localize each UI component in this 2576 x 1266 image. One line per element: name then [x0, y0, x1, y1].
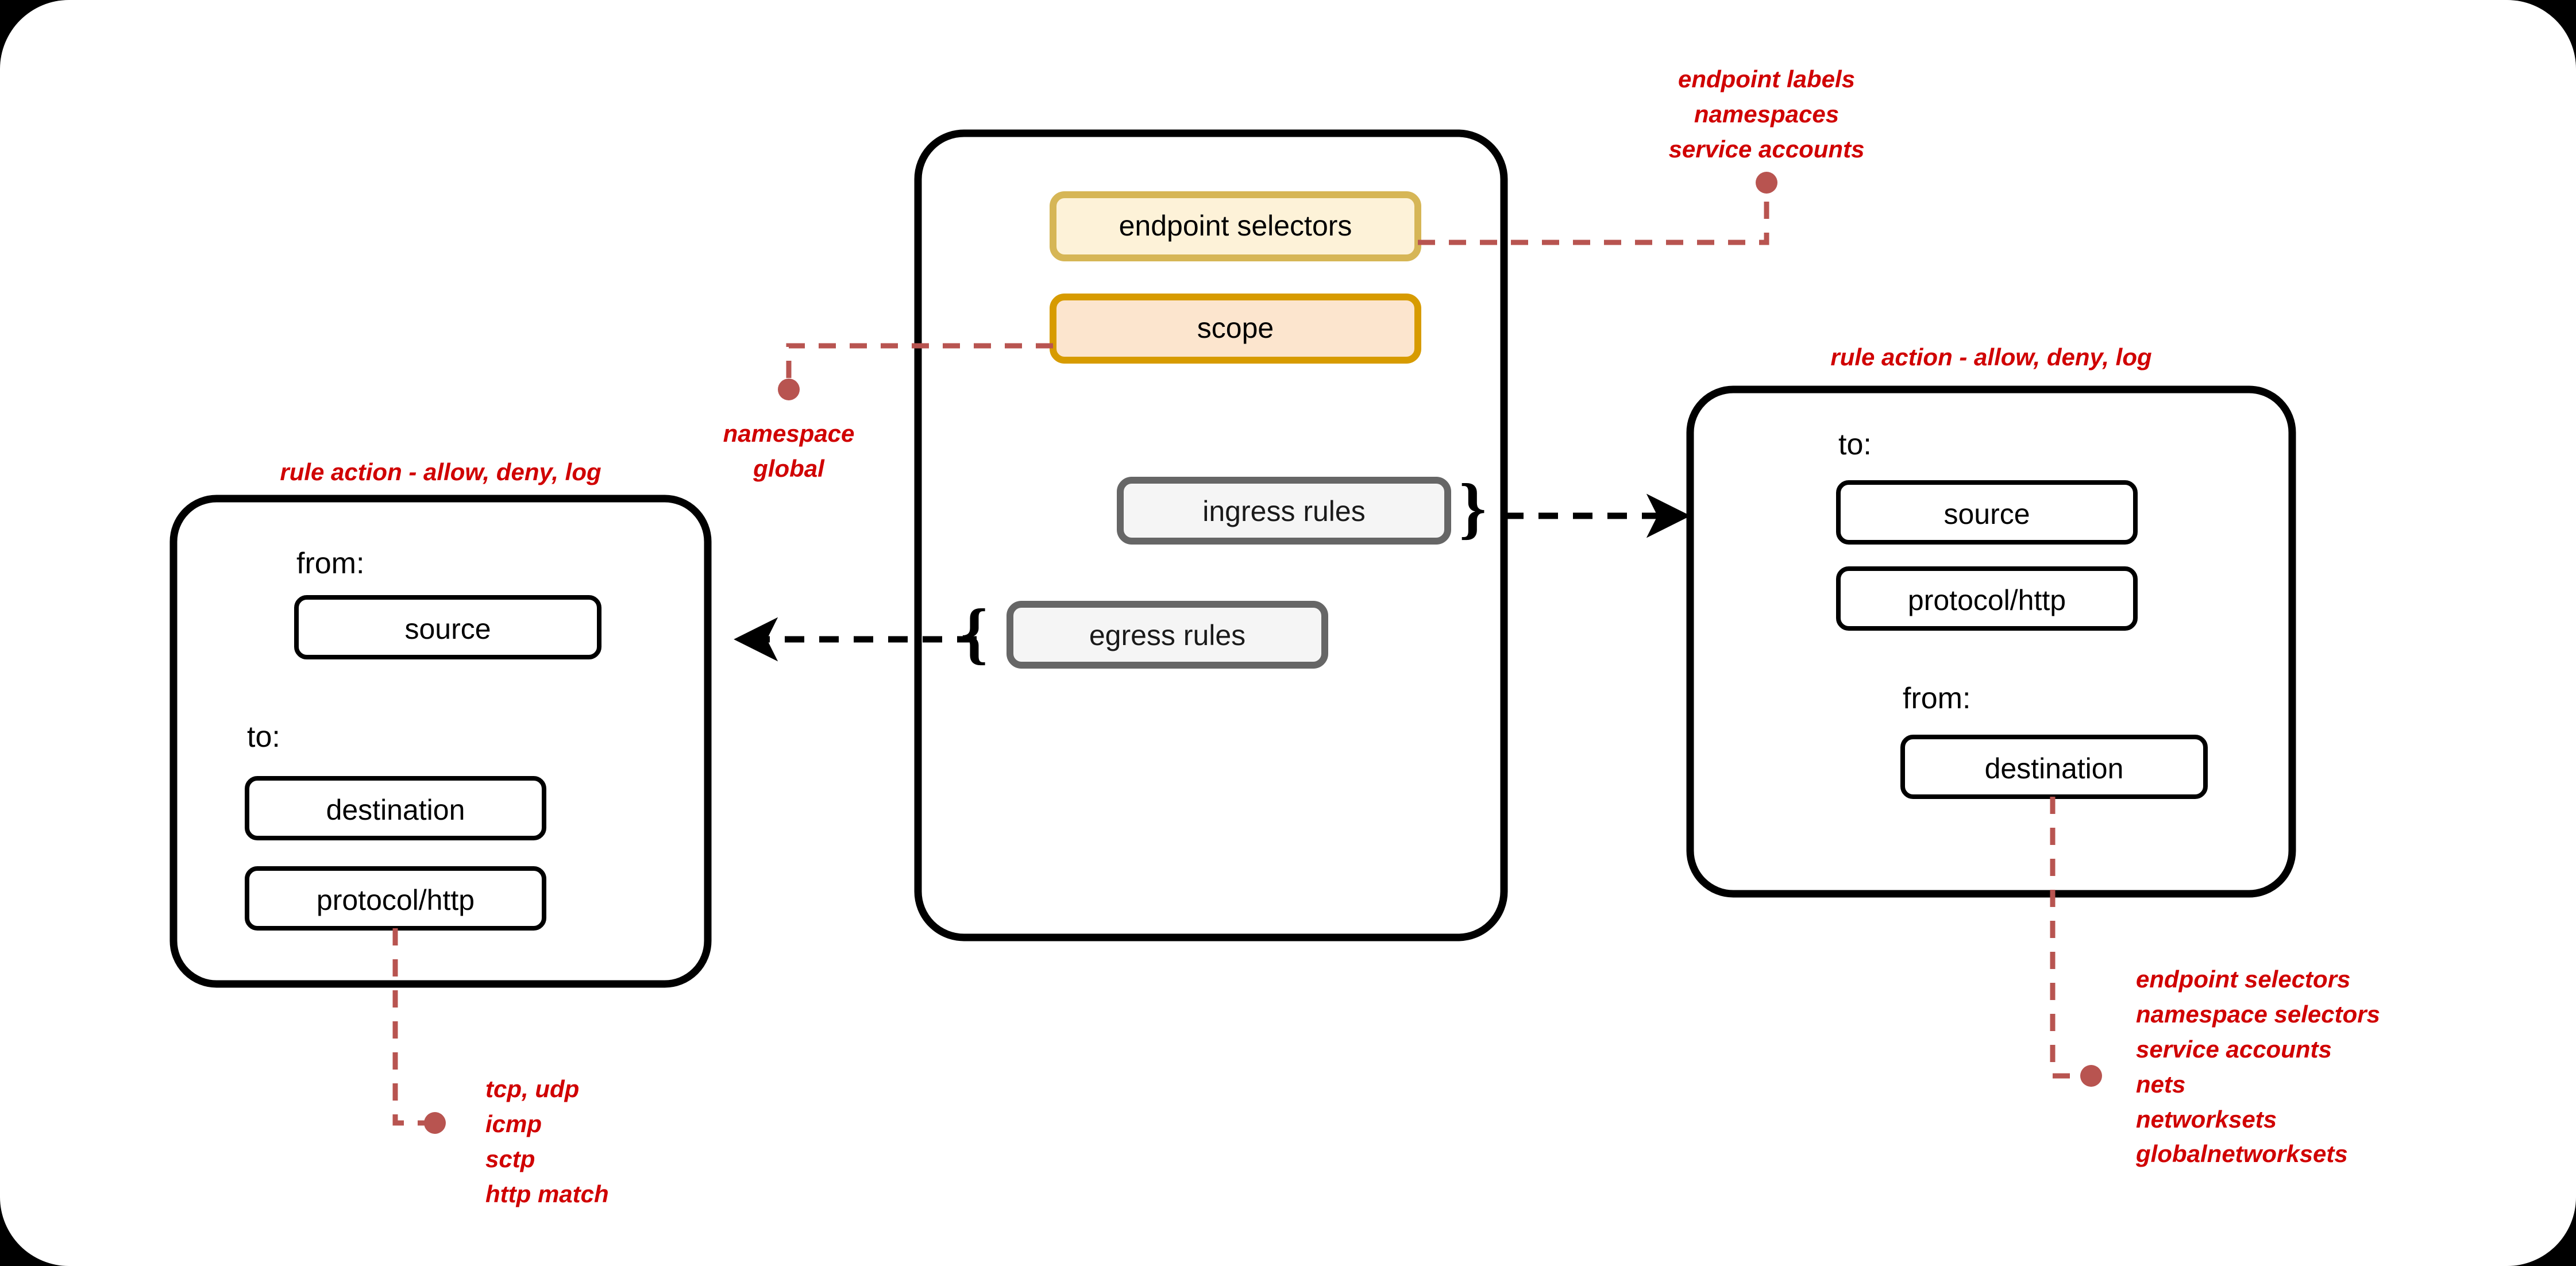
annotation-endpoint-selectors: endpoint labels namespaces service accou… — [1668, 65, 1865, 163]
label-scope[interactable]: scope — [1197, 312, 1274, 344]
ingress-brace: } — [1459, 469, 1487, 546]
node-scope[interactable] — [1050, 294, 1421, 364]
node-endpoint-selectors[interactable] — [1050, 191, 1421, 261]
annotation-ingress-destination: endpoint selectors namespace selectors s… — [2136, 966, 2380, 1168]
connector-dot-endpoint-selectors — [1756, 172, 1777, 194]
annotation-egress-protocol: tcp, udp icmp sctp http match — [485, 1075, 609, 1207]
ingress-section-from-label: from: — [1903, 682, 1971, 715]
connector-dot-scope — [778, 379, 800, 400]
node-ingress-rules[interactable] — [1117, 477, 1451, 545]
label-egress-rules[interactable]: egress rules — [1089, 619, 1246, 651]
label-endpoint-selectors[interactable]: endpoint selectors — [1119, 210, 1352, 242]
connector-egress-protocol — [392, 928, 428, 1126]
ingress-node-source[interactable] — [1836, 480, 2138, 545]
egress-node-source[interactable] — [294, 595, 601, 659]
ingress-action-note: rule action - allow, deny, log — [1830, 343, 2152, 370]
ingress-node-protocol-http[interactable] — [1836, 566, 2138, 631]
connector-endpoint-selectors — [1418, 185, 1769, 245]
egress-section-from-label: from: — [296, 547, 365, 580]
label-ingress-rules[interactable]: ingress rules — [1202, 495, 1366, 527]
ingress-label-source[interactable]: source — [1943, 498, 2030, 530]
ingress-label-protocol-http[interactable]: protocol/http — [1907, 584, 2066, 616]
ingress-detail-container[interactable] — [1686, 385, 2296, 898]
node-egress-rules[interactable] — [1007, 601, 1328, 669]
connector-ingress-destination — [2050, 797, 2083, 1079]
connector-dot-ingress-destination — [2080, 1065, 2102, 1087]
egress-node-destination[interactable] — [245, 776, 546, 840]
egress-action-note: rule action - allow, deny, log — [280, 458, 601, 485]
egress-label-protocol-http[interactable]: protocol/http — [316, 884, 475, 916]
ingress-label-destination[interactable]: destination — [1984, 752, 2124, 785]
egress-section-to-label: to: — [247, 720, 280, 754]
egress-label-destination[interactable]: destination — [326, 794, 465, 826]
connector-dot-egress-protocol — [424, 1112, 446, 1134]
annotation-scope: namespace global — [723, 420, 855, 482]
connector-scope — [786, 343, 1053, 381]
egress-brace: { — [961, 595, 988, 671]
egress-label-source[interactable]: source — [404, 613, 491, 645]
ingress-section-to-label: to: — [1838, 428, 1872, 461]
